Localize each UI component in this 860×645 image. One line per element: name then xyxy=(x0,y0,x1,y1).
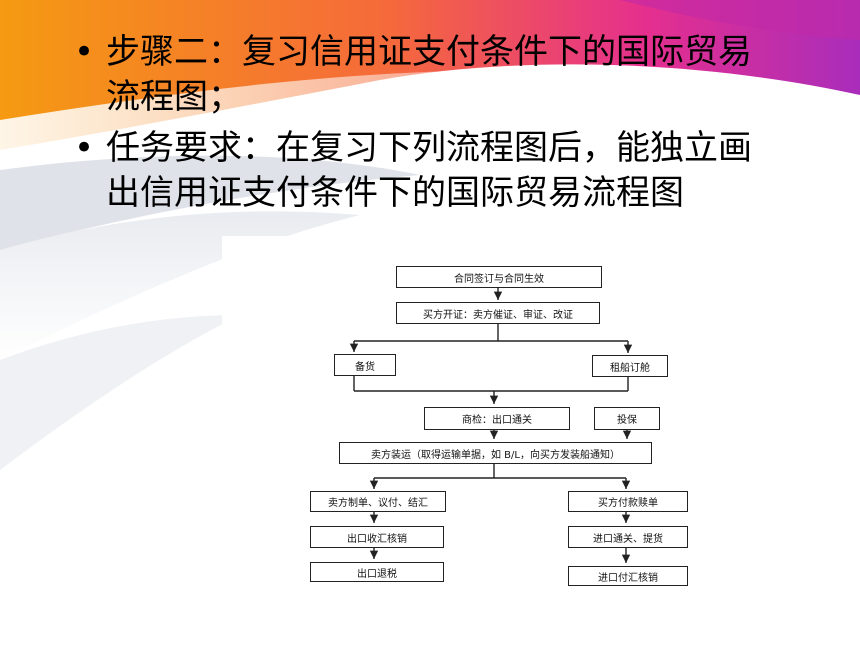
step-charter: 租船订舱 xyxy=(592,355,668,377)
step-prepare-goods: 备货 xyxy=(334,354,396,376)
step-tax-refund: 出口退税 xyxy=(310,562,444,582)
bullet-text: 步骤二：复习信用证支付条件下的国际贸易流程图； xyxy=(106,32,752,117)
step-import-clear: 进口通关、提货 xyxy=(568,526,688,548)
bullet-list: • 步骤二：复习信用证支付条件下的国际贸易流程图； • 任务要求：在复习下列流程… xyxy=(68,30,768,216)
step-seller-docs: 卖方制单、议付、结汇 xyxy=(310,491,446,512)
flowchart-panel: 合同签订与合同生效 买方开证：卖方催证、审证、改证 备货 租船订舱 商检：出口通… xyxy=(222,236,822,616)
step-import-verify: 进口付汇核销 xyxy=(568,566,688,586)
bullet-dot: • xyxy=(74,32,95,72)
step-open-lc: 买方开证：卖方催证、审证、改证 xyxy=(396,302,600,324)
step-shipment: 卖方装运（取得运输单据，如 B/L，向买方发装船通知） xyxy=(339,442,652,464)
step-inspection: 商检：出口通关 xyxy=(424,407,570,430)
step-export-verify: 出口收汇核销 xyxy=(310,526,444,548)
step-insurance: 投保 xyxy=(594,407,660,430)
flowchart-connectors xyxy=(349,288,633,563)
bullet-item: • 步骤二：复习信用证支付条件下的国际贸易流程图； xyxy=(68,30,768,120)
bullet-dot: • xyxy=(74,128,95,168)
bullet-text: 任务要求：在复习下列流程图后，能独立画出信用证支付条件下的国际贸易流程图 xyxy=(106,128,752,213)
step-contract: 合同签订与合同生效 xyxy=(396,266,602,288)
bullet-item: • 任务要求：在复习下列流程图后，能独立画出信用证支付条件下的国际贸易流程图 xyxy=(68,126,768,216)
step-buyer-pay: 买方付款赎单 xyxy=(568,491,688,512)
